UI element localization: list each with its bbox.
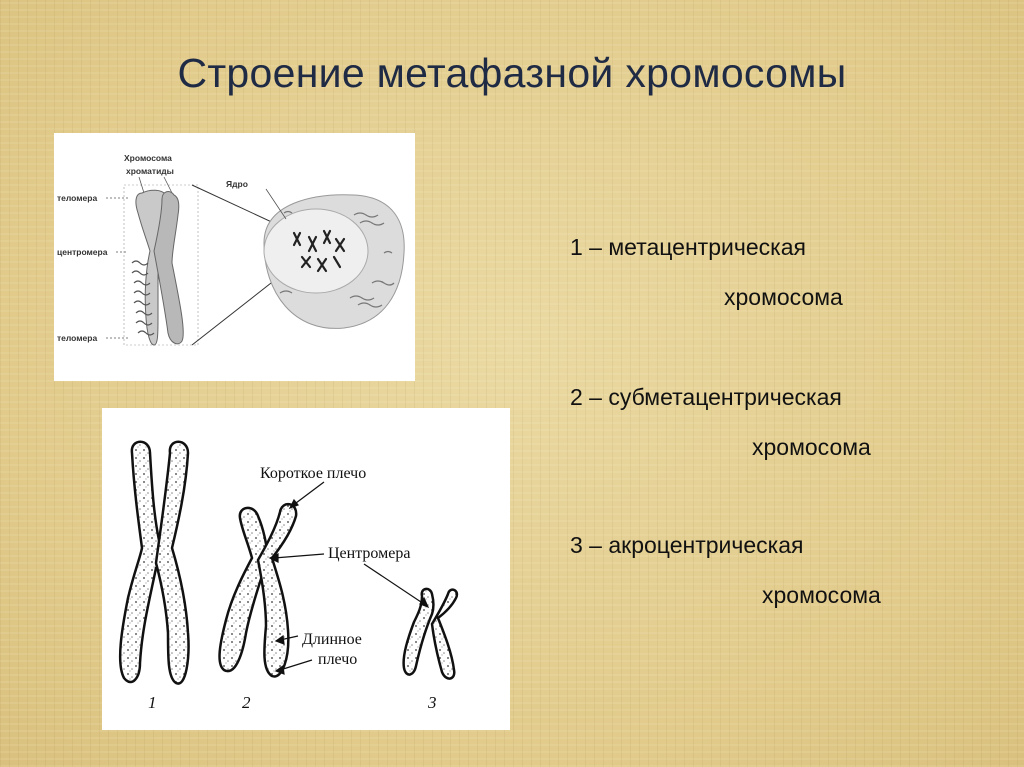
legend-item-1-line1: 1 – метацентрическая bbox=[570, 234, 806, 260]
chromosome-structure-svg: Хромосома хроматиды теломера центромера … bbox=[57, 153, 405, 346]
label-telomere-bottom: теломера bbox=[57, 333, 97, 343]
label-centromere-bottom: Центромера bbox=[328, 545, 410, 562]
legend-item-3-line2: хромосома bbox=[762, 582, 881, 608]
chromosome-figure bbox=[131, 189, 184, 346]
legend-item-2-line2: хромосома bbox=[752, 434, 871, 460]
legend-item-2-line1: 2 – субметацентрическая bbox=[570, 384, 842, 410]
label-long-arm-line2: плечо bbox=[318, 651, 357, 668]
chromosome-number-3: 3 bbox=[427, 693, 437, 712]
legend-item-1-line2: хромосома bbox=[724, 284, 843, 310]
label-nucleus: Ядро bbox=[226, 179, 248, 189]
label-chromatids: хроматиды bbox=[126, 166, 174, 176]
chromosome-types-diagram: Короткое плечо Центромера Длинное плечо … bbox=[102, 408, 510, 730]
submetacentric-chromosome bbox=[218, 503, 298, 678]
label-centromere-top: центромера bbox=[57, 247, 108, 257]
metacentric-chromosome bbox=[118, 440, 190, 685]
label-short-arm: Короткое плечо bbox=[260, 465, 366, 482]
chromosome-number-1: 1 bbox=[148, 693, 157, 712]
chromosome-number-2: 2 bbox=[242, 693, 251, 712]
label-long-arm-line1: Длинное bbox=[302, 631, 362, 648]
chromosome-structure-diagram: Хромосома хроматиды теломера центромера … bbox=[54, 133, 415, 381]
label-chromosome: Хромосома bbox=[124, 153, 172, 163]
slide-title: Строение метафазной хромосомы bbox=[177, 50, 847, 96]
label-telomere-top: теломера bbox=[57, 193, 97, 203]
legend-item-3-line1: 3 – акроцентрическая bbox=[570, 532, 804, 558]
chromosome-types-svg: Короткое плечо Центромера Длинное плечо … bbox=[118, 440, 459, 712]
cell-figure bbox=[263, 188, 405, 329]
acrocentric-chromosome bbox=[402, 587, 459, 680]
